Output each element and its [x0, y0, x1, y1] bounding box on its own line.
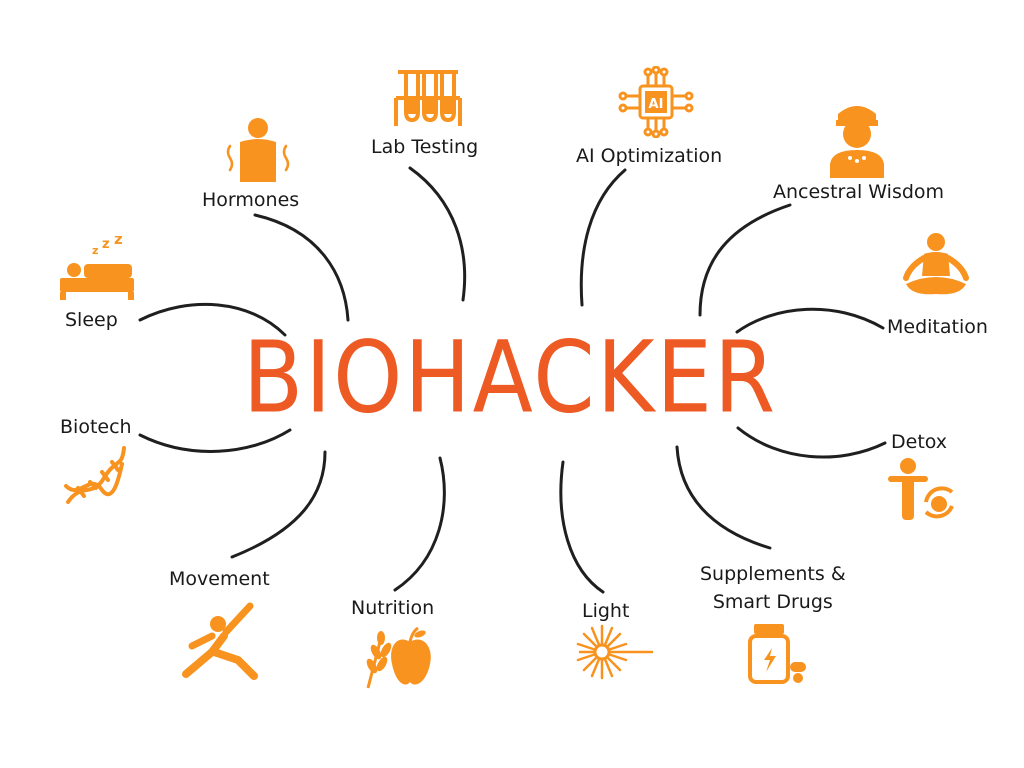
- supplement-bottle-icon: [748, 624, 806, 684]
- connector-movement: [230, 450, 327, 559]
- topic-label-meditation: Meditation: [887, 316, 988, 338]
- ai-chip-text: AI: [649, 97, 664, 112]
- wheat-apple-icon: [366, 626, 431, 689]
- topic-label-nutrition: Nutrition: [351, 597, 435, 619]
- yoga-pose-icon: [182, 602, 258, 680]
- connector-light: [559, 460, 605, 594]
- topic-label-ancestral-wisdom: Ancestral Wisdom: [773, 181, 945, 203]
- topic-label-supplements-line2: Smart Drugs: [712, 591, 833, 613]
- topic-label-supplements: Supplements & Smart Drugs: [700, 560, 846, 616]
- connector-nutrition: [393, 456, 446, 592]
- dna-icon: [64, 446, 126, 504]
- topic-label-supplements-line1: Supplements &: [700, 563, 846, 585]
- topic-label-biotech: Biotech: [60, 416, 132, 438]
- ai-chip-icon: AI: [618, 66, 694, 138]
- connector-ancestral-wisdom: [698, 203, 792, 317]
- connector-supplements: [675, 445, 772, 550]
- topic-label-movement: Movement: [169, 568, 270, 590]
- center-title: BIOHACKER: [242, 319, 778, 435]
- topic-label-ai-optimization: AI Optimization: [576, 145, 723, 167]
- connector-meditation: [735, 307, 885, 334]
- light-burst-icon: [576, 624, 654, 680]
- detox-icon: [888, 458, 954, 520]
- test-tubes-icon: [394, 70, 462, 126]
- topic-label-lab-testing: Lab Testing: [371, 136, 479, 158]
- topic-label-sleep: Sleep: [65, 309, 118, 331]
- meditation-icon: [903, 233, 969, 295]
- bed-icon: z z z: [60, 236, 134, 300]
- connector-detox: [736, 426, 887, 459]
- topic-label-light: Light: [582, 600, 630, 622]
- svg-text:z: z: [114, 236, 123, 248]
- connector-ai-optimization: [579, 168, 627, 307]
- connector-biotech: [138, 428, 292, 453]
- topic-label-hormones: Hormones: [202, 189, 300, 211]
- person-icon: [226, 118, 290, 182]
- connector-lab-testing: [408, 166, 467, 302]
- ancestor-icon: [830, 106, 884, 178]
- svg-text:z: z: [102, 237, 110, 252]
- connector-sleep: [138, 302, 287, 337]
- topic-label-detox: Detox: [891, 431, 948, 453]
- svg-text:z: z: [92, 244, 98, 257]
- connector-hormones: [253, 213, 350, 322]
